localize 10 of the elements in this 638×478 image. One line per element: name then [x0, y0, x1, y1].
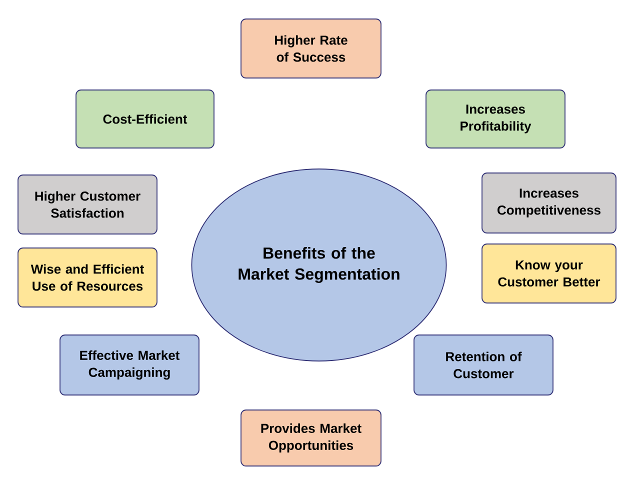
benefit-box: Cost-Efficient [76, 90, 214, 148]
benefit-box: Higher Customer Satisfaction [18, 174, 158, 234]
benefit-box: Provides Market Opportunities [240, 410, 382, 466]
benefit-box: Effective Market Campaigning [60, 334, 200, 396]
benefit-box: Higher Rate of Success [240, 18, 382, 78]
benefit-box: Retention of Customer [414, 334, 554, 396]
benefit-box: Know your Customer Better [482, 244, 616, 304]
benefit-box: Increases Profitability [426, 90, 566, 148]
benefit-box: Wise and Efficient Use of Resources [18, 248, 158, 308]
benefit-box: Increases Competitiveness [482, 172, 616, 234]
